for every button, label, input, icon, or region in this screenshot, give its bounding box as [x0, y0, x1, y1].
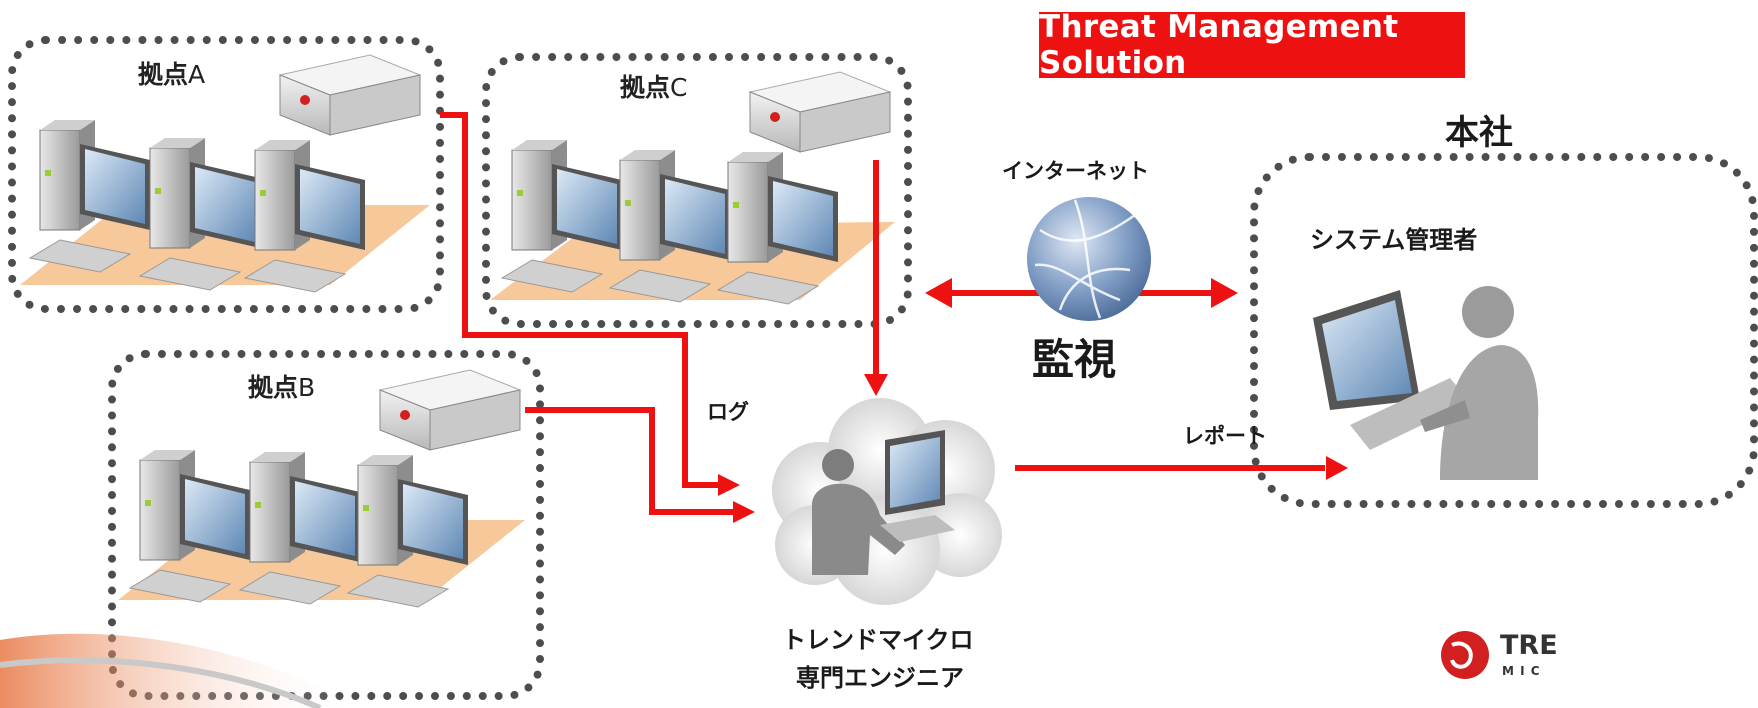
engineer-label-line2: 専門エンジニア [796, 664, 964, 692]
site-a-box [8, 36, 444, 313]
site-c-box [482, 53, 912, 328]
monitor-label: 監視 [1032, 335, 1117, 384]
admin-label: システム管理者 [1310, 226, 1478, 254]
log-label: ログ [707, 400, 749, 424]
logo-text-line1: TRE [1500, 630, 1558, 661]
site-b-prefix: 拠点 [248, 373, 299, 402]
site-b-label: 拠点B [248, 368, 315, 404]
report-label: レポート [1183, 424, 1267, 448]
hq-title: 本社 [1445, 113, 1513, 153]
logo-text-line2: M I C [1502, 664, 1541, 678]
site-c-prefix: 拠点 [620, 73, 671, 102]
site-b-suffix: B [298, 373, 316, 402]
solution-banner: Threat Management Solution [1039, 9, 1465, 81]
engineer-label-line1: トレンドマイクロ [782, 626, 974, 654]
site-a-suffix: A [188, 60, 206, 89]
site-c-label: 拠点C [620, 68, 687, 104]
site-c-suffix: C [670, 73, 688, 102]
internet-label: インターネット [1002, 159, 1149, 183]
site-a-prefix: 拠点 [138, 60, 189, 89]
hq-box [1250, 153, 1758, 508]
site-a-label: 拠点A [138, 55, 205, 91]
